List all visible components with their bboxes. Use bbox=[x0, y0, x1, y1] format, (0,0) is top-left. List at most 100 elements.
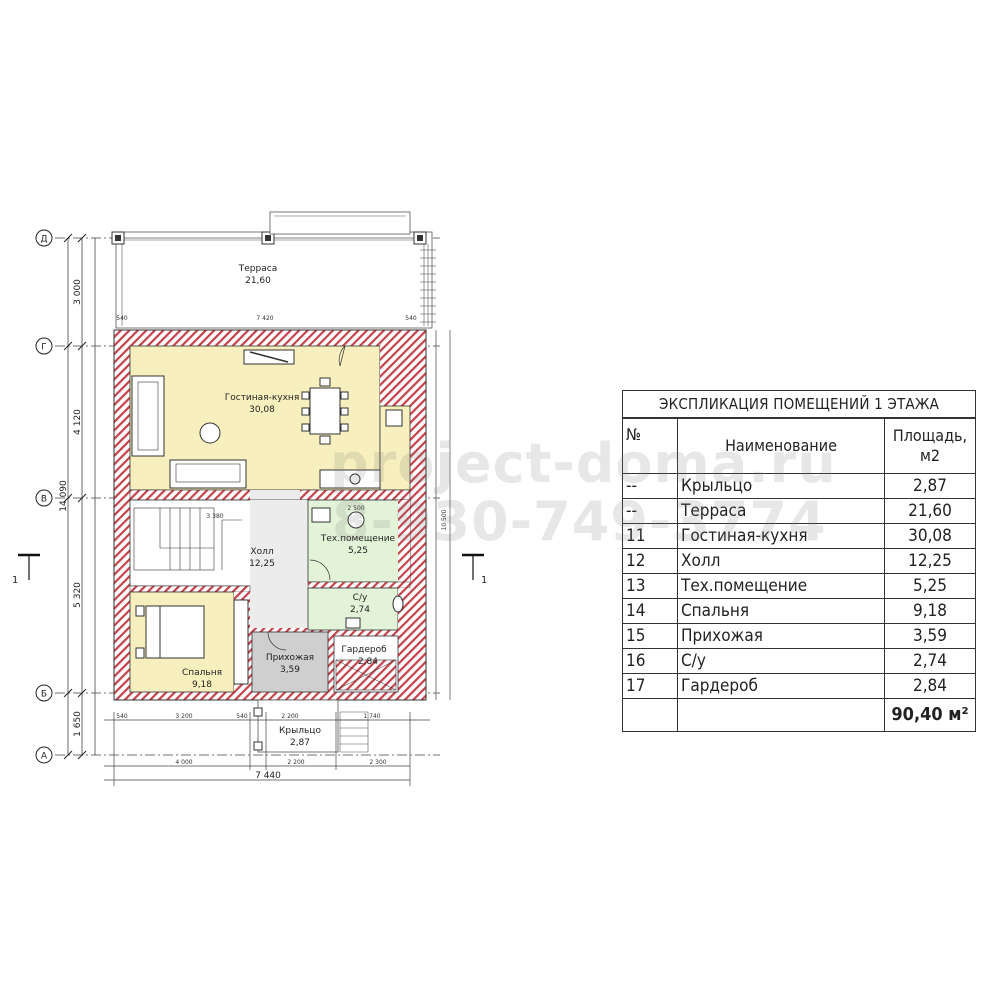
header-area: Площадь, м2 bbox=[884, 418, 975, 474]
row-no: -- bbox=[623, 498, 678, 524]
row-name: Крыльцо bbox=[677, 473, 885, 499]
terrace: Терраса 21,60 7 420 540 540 bbox=[111, 211, 436, 329]
terrace-name: Терраса bbox=[238, 264, 277, 274]
row-area: 12,25 bbox=[884, 548, 975, 574]
section-marker-right: 1 bbox=[462, 553, 487, 586]
tech-name: Тех.помещение bbox=[320, 534, 396, 544]
svg-text:А: А bbox=[41, 752, 48, 762]
svg-text:Б: Б bbox=[41, 690, 47, 700]
explication-title: ЭКСПЛИКАЦИЯ ПОМЕЩЕНИЙ 1 ЭТАЖА bbox=[623, 391, 975, 418]
dim-top-540b: 540 bbox=[405, 315, 417, 322]
room-wc: С/у 2,74 bbox=[307, 587, 410, 631]
hall-area: 12,25 bbox=[249, 559, 275, 569]
explication-table: ЭКСПЛИКАЦИЯ ПОМЕЩЕНИЙ 1 ЭТАЖА № Наименов… bbox=[622, 390, 976, 732]
tech-area: 5,25 bbox=[348, 546, 368, 556]
entry-area: 3,59 bbox=[280, 665, 300, 675]
wardrobe-name: Гардероб bbox=[341, 645, 387, 655]
svg-text:Д: Д bbox=[40, 235, 47, 245]
porch-name: Крыльцо bbox=[279, 726, 321, 736]
row-name: Гостиная-кухня bbox=[677, 523, 885, 549]
row-no: 12 bbox=[623, 548, 678, 574]
row-name: Прихожая bbox=[677, 623, 885, 649]
svg-text:1: 1 bbox=[12, 575, 18, 586]
row-area: 5,25 bbox=[884, 573, 975, 599]
dim-terrace-width: 7 420 bbox=[256, 315, 273, 322]
dim-v-b: 5 320 bbox=[73, 582, 83, 608]
row-no: 15 bbox=[623, 623, 678, 649]
explication-total-row: 90,40 м² bbox=[623, 698, 975, 731]
dim-g-v: 4 120 bbox=[73, 409, 83, 435]
row-no: 13 bbox=[623, 573, 678, 599]
room-hall: Холл 12,25 3 380 bbox=[129, 499, 309, 628]
dim-bottom-1740: 1 740 bbox=[363, 713, 380, 720]
total-empty-no bbox=[623, 698, 678, 731]
row-name: Гардероб bbox=[677, 673, 885, 699]
dim-top-540a: 540 bbox=[116, 315, 128, 322]
axis-marker-a: А bbox=[35, 746, 53, 764]
axis-marker-g: Г bbox=[35, 337, 53, 355]
axis-ticks bbox=[63, 233, 87, 760]
axis-marker-b: Б bbox=[35, 684, 53, 702]
svg-text:1: 1 bbox=[481, 575, 487, 586]
row-area: 9,18 bbox=[884, 598, 975, 624]
dim-bottom-540b: 540 bbox=[236, 713, 248, 720]
wc-name: С/у bbox=[353, 593, 368, 603]
living-area: 30,08 bbox=[249, 405, 275, 415]
row-area: 2,87 bbox=[884, 473, 975, 499]
dim-d-g: 3 000 bbox=[73, 279, 83, 305]
bedroom-name: Спальня bbox=[182, 668, 222, 678]
total-empty-name bbox=[677, 698, 885, 731]
svg-text:В: В bbox=[41, 495, 47, 505]
room-living-kitchen: Гостиная-кухня 30,08 bbox=[129, 345, 411, 491]
entry-name: Прихожая bbox=[266, 653, 314, 663]
dim-right-10500: 10 500 bbox=[441, 509, 448, 530]
room-bedroom: Спальня 9,18 bbox=[129, 591, 250, 693]
dim-bottom-4000: 4 000 bbox=[175, 759, 192, 766]
axis-marker-d: Д bbox=[35, 229, 53, 247]
total-area: 90,40 м² bbox=[884, 698, 975, 731]
wardrobe-area: 2,84 bbox=[358, 657, 378, 667]
bedroom-area: 9,18 bbox=[192, 680, 212, 690]
row-no: 16 bbox=[623, 648, 678, 674]
porch-area: 2,87 bbox=[290, 738, 310, 748]
row-no: 11 bbox=[623, 523, 678, 549]
row-name: Тех.помещение bbox=[677, 573, 885, 599]
row-area: 3,59 bbox=[884, 623, 975, 649]
row-no: -- bbox=[623, 473, 678, 499]
row-no: 17 bbox=[623, 673, 678, 699]
section-marker-left: 1 bbox=[12, 553, 40, 586]
row-area: 2,84 bbox=[884, 673, 975, 699]
row-name: С/у bbox=[677, 648, 885, 674]
row-name: Спальня bbox=[677, 598, 885, 624]
axis-marker-v: В bbox=[35, 489, 53, 507]
room-wardrobe: Гардероб 2,84 bbox=[333, 635, 399, 693]
terrace-area: 21,60 bbox=[245, 276, 271, 286]
row-area: 30,08 bbox=[884, 523, 975, 549]
hall-name: Холл bbox=[250, 547, 273, 557]
svg-text:Г: Г bbox=[41, 343, 47, 353]
row-area: 21,60 bbox=[884, 498, 975, 524]
bottom-dimensions bbox=[104, 712, 430, 786]
room-entry: Прихожая 3,59 bbox=[251, 631, 329, 693]
living-name: Гостиная-кухня bbox=[225, 393, 299, 403]
right-dimensions bbox=[435, 330, 451, 700]
row-area: 2,74 bbox=[884, 648, 975, 674]
dim-bottom-2300: 2 300 bbox=[369, 759, 386, 766]
dim-b-a: 1 650 bbox=[73, 711, 83, 737]
wc-area: 2,74 bbox=[350, 605, 370, 615]
dim-bottom-2200b: 2 200 bbox=[281, 713, 298, 720]
header-no: № bbox=[623, 418, 678, 474]
header-name: Наименование bbox=[677, 418, 885, 474]
row-no: 14 bbox=[623, 598, 678, 624]
dim-total-height: 14 090 bbox=[59, 480, 69, 512]
dim-bottom-2200: 2 200 bbox=[287, 759, 304, 766]
